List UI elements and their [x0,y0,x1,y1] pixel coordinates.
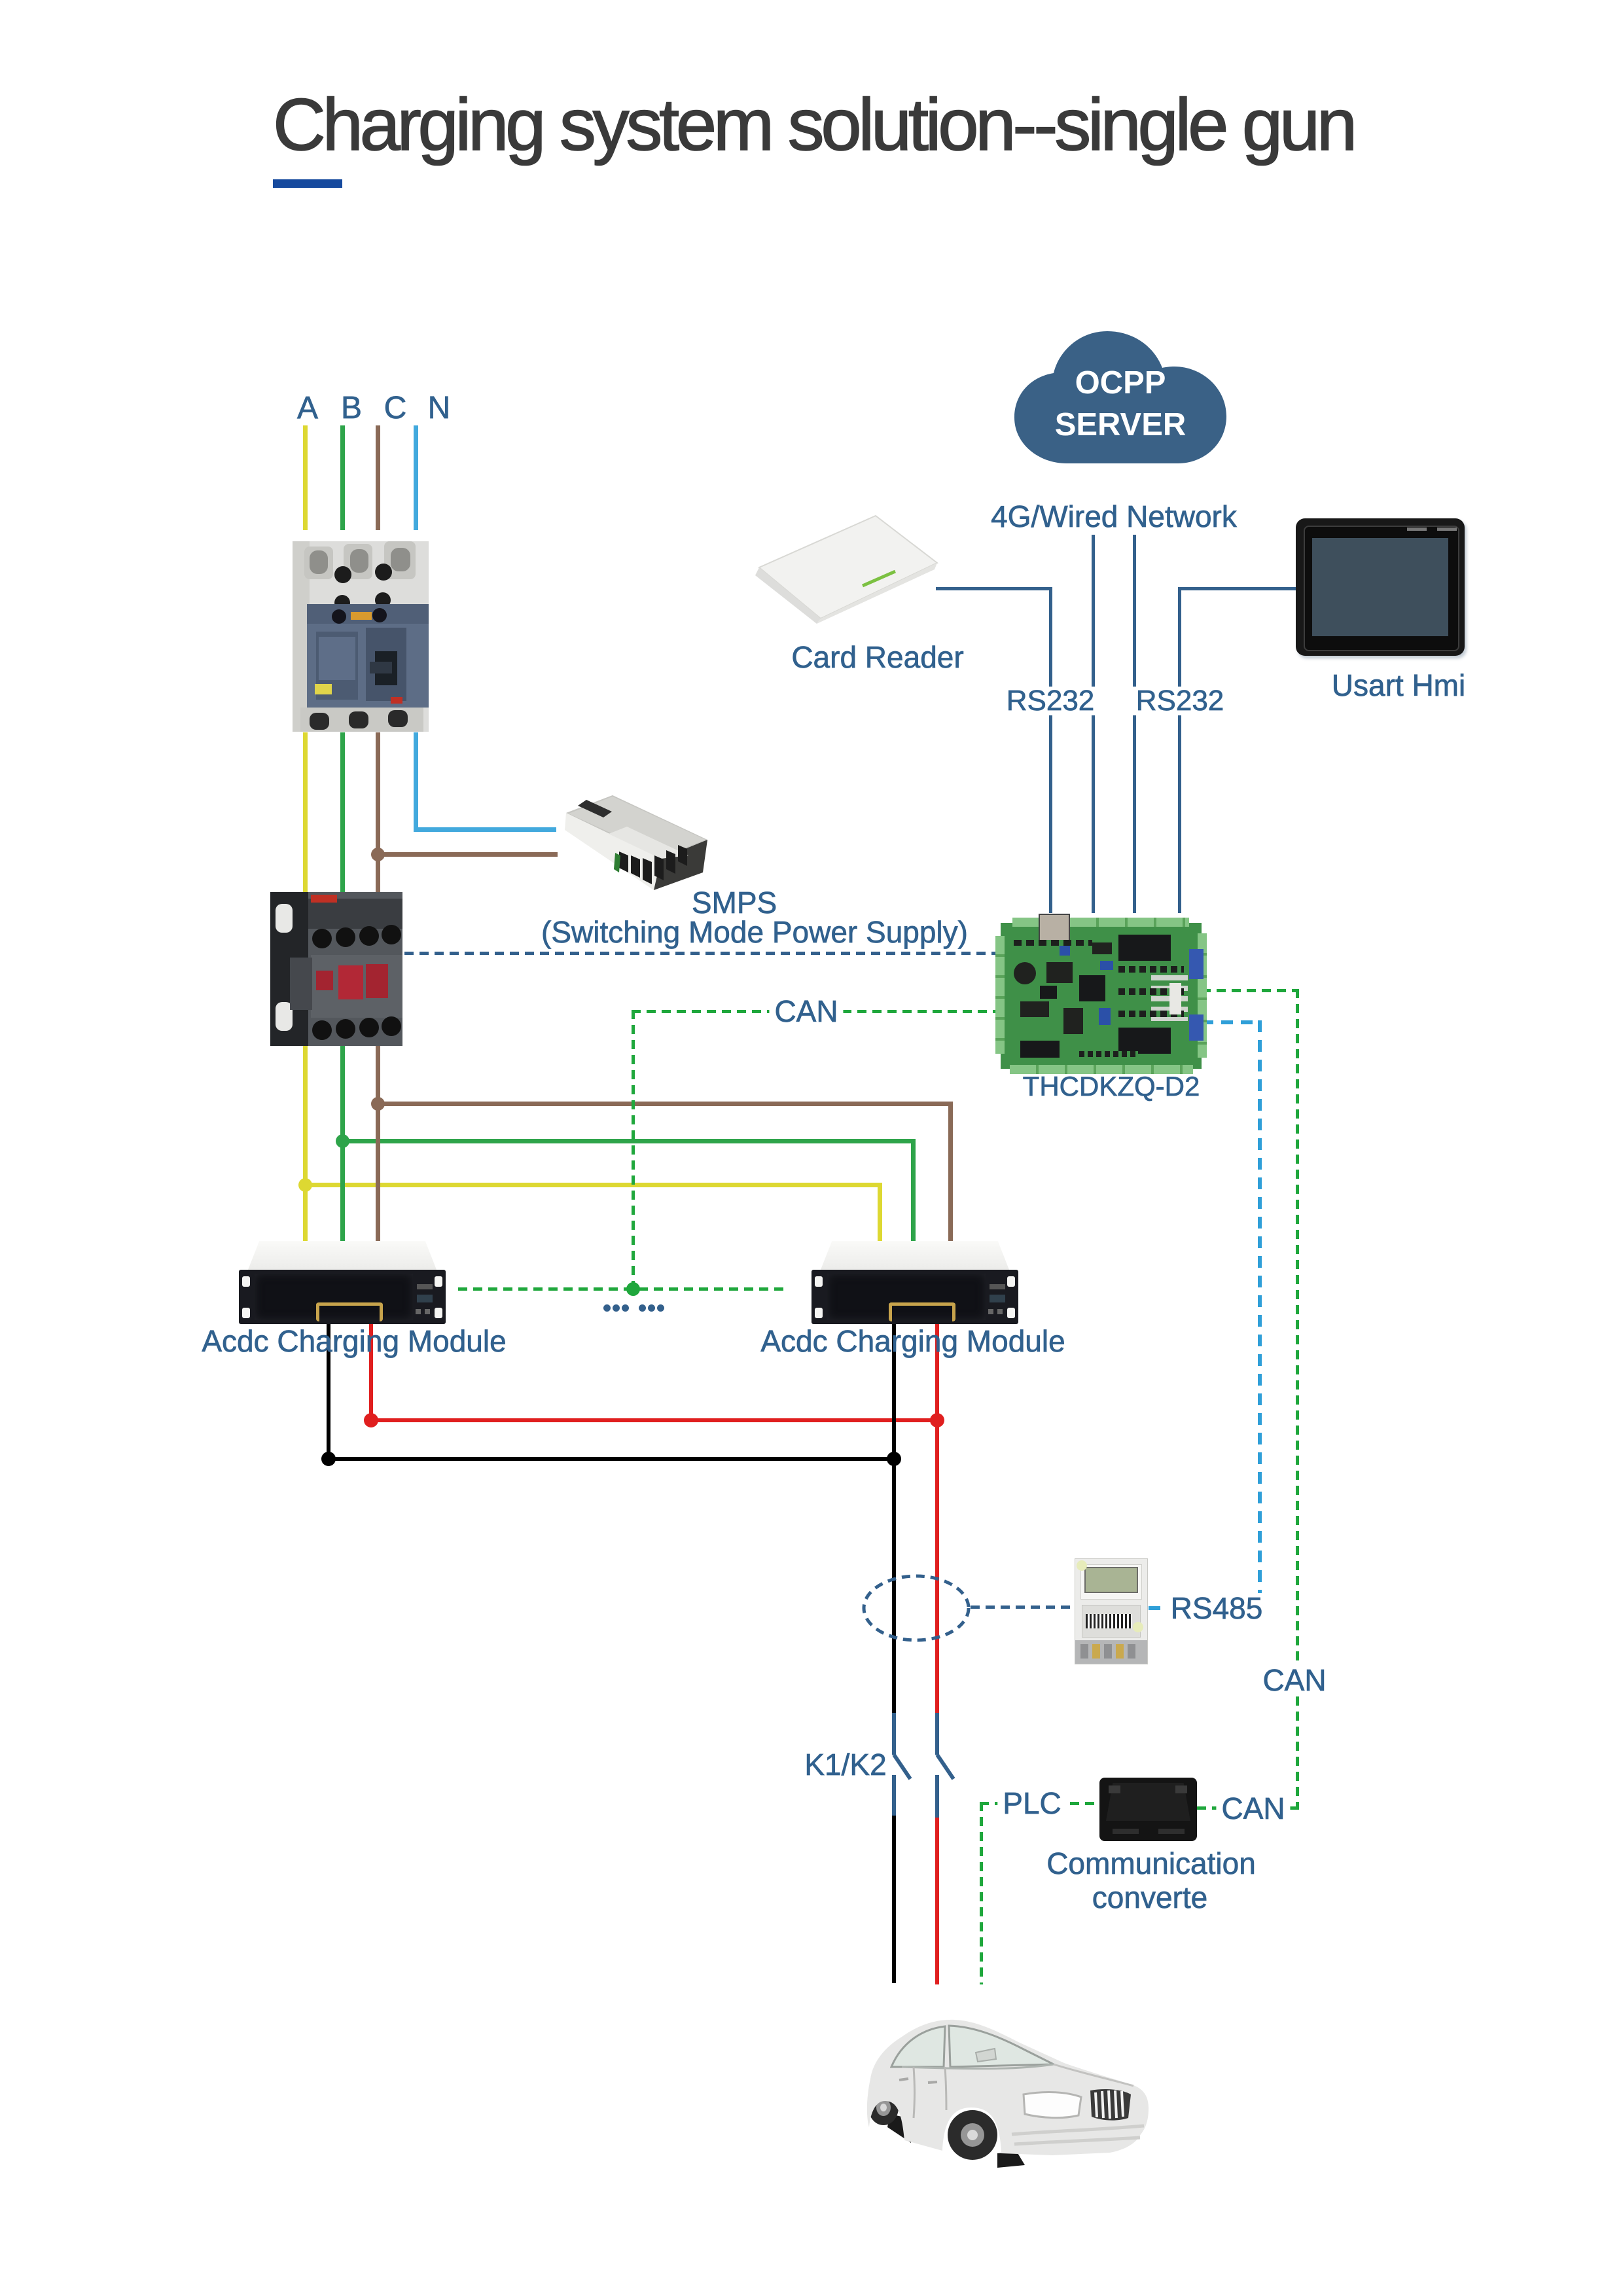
svg-text:SERVER: SERVER [1055,407,1186,442]
svg-text:OCPP: OCPP [1075,365,1166,401]
